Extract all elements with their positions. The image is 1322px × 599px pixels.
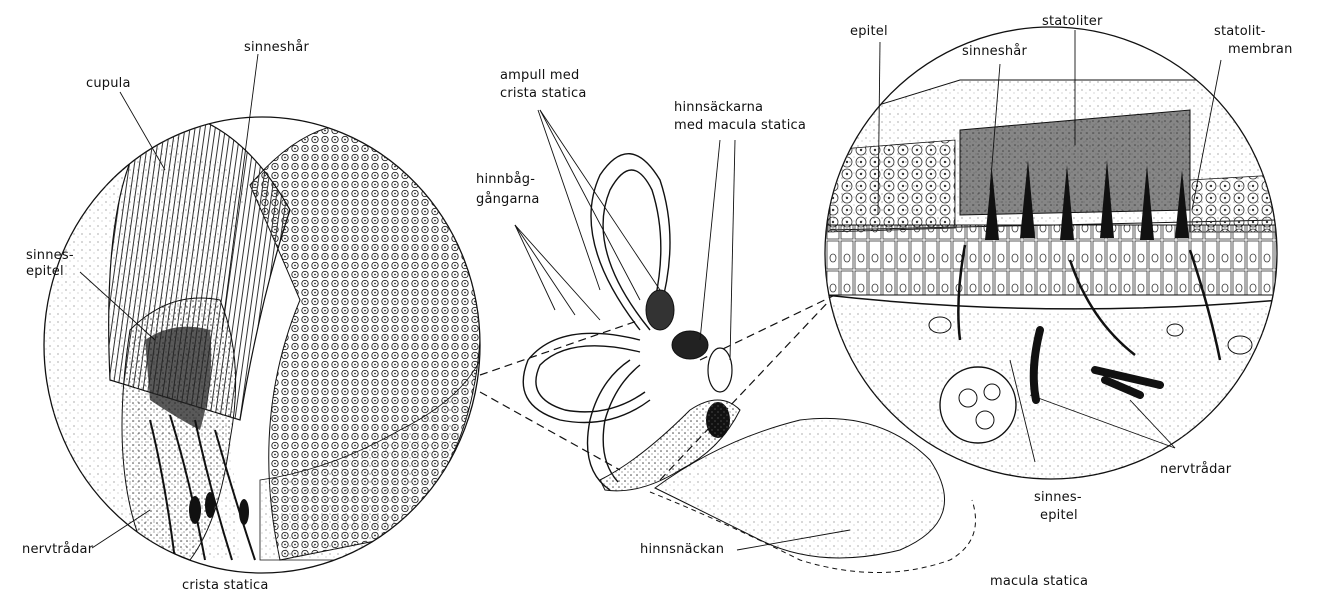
label-sinnesepitel-right-1: sinnes- <box>1034 490 1082 505</box>
macula-statica-circle <box>825 27 1280 480</box>
label-ampull-2: crista statica <box>500 86 587 101</box>
label-sinnesepitel-right-2: epitel <box>1040 508 1078 523</box>
crista-statica-circle <box>44 54 480 573</box>
label-sinneshar-left: sinneshår <box>244 40 309 55</box>
caption-macula-statica: macula statica <box>990 574 1088 589</box>
label-cupula: cupula <box>86 76 131 91</box>
label-epitel-top: epitel <box>850 24 888 39</box>
label-ampull-1: ampull med <box>500 68 579 83</box>
label-hinnbag-1: hinnbåg- <box>476 172 535 187</box>
label-statolitmembran-2: membran <box>1228 42 1293 57</box>
label-hinnsnackan: hinnsnäckan <box>640 542 724 557</box>
label-nervtradar-right: nervtrådar <box>1160 462 1231 477</box>
label-statoliter: statoliter <box>1042 14 1103 29</box>
label-hinnsackarna-2: med macula statica <box>674 118 806 133</box>
label-sinnesepitel-left-1: sinnes- <box>26 248 74 263</box>
label-hinnsackarna-1: hinnsäckarna <box>674 100 763 115</box>
label-statolitmembran-1: statolit- <box>1214 24 1266 39</box>
caption-crista-statica: crista statica <box>182 578 269 593</box>
label-nervtradar-left: nervtrådar <box>22 542 93 557</box>
label-sinneshar-right: sinneshår <box>962 44 1027 59</box>
label-sinnesepitel-left-2: epitel <box>26 264 64 279</box>
label-hinnbag-2: gångarna <box>476 192 540 207</box>
